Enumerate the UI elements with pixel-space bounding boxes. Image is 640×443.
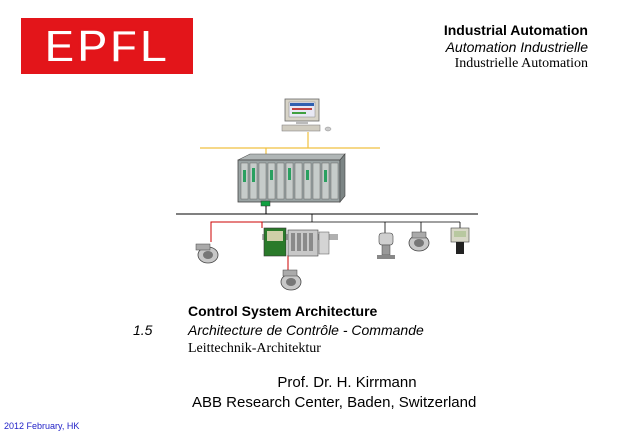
- section-number: 1.5: [133, 322, 153, 338]
- remote-io-icon: [262, 227, 338, 257]
- transmitter-display-icon: [450, 227, 470, 254]
- pressure-transmitter-icon: [377, 232, 395, 259]
- header-title-de: Industrielle Automation: [454, 56, 588, 71]
- field-bus: [176, 206, 478, 233]
- workstation-icon: [281, 98, 332, 132]
- section-title-fr: Architecture de Contrôle - Commande: [188, 322, 424, 338]
- io-links: [210, 221, 289, 272]
- valve-actuator-icon: [195, 243, 219, 264]
- epfl-logo: EPFL: [21, 18, 193, 74]
- epfl-logo-text: EPFL: [43, 19, 170, 73]
- footer-date: 2012 February, HK: [4, 421, 80, 431]
- section-title-de: Leittechnik-Architektur: [188, 341, 321, 356]
- author-row: Prof. Dr. H. Kirrmann: [0, 374, 640, 391]
- flow-sensor-icon: [408, 231, 430, 252]
- plc-rack-icon: [237, 153, 346, 207]
- author-institution: ABB Research Center, Baden, Switzerland: [192, 394, 477, 411]
- header-title-en: Industrial Automation: [443, 22, 588, 38]
- valve-actuator-icon: [280, 269, 302, 291]
- header-title-fr: Automation Industrielle: [445, 39, 588, 55]
- section-title-en: Control System Architecture: [188, 303, 378, 319]
- author-name: Prof. Dr. H. Kirrmann: [277, 374, 417, 391]
